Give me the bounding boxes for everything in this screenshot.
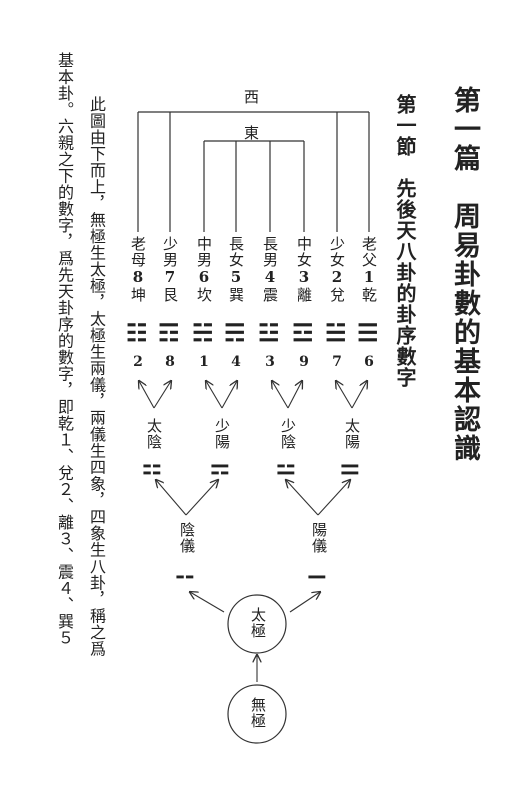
- trigram-symbol-kan: ☵: [192, 318, 214, 347]
- trigram-kan: 中男6坎: [195, 236, 213, 303]
- four-image-symbol-shaoyang: ⚎: [210, 454, 230, 480]
- later-number-kun: 2: [133, 354, 143, 370]
- trigram-symbol-dui: ☱: [325, 318, 347, 347]
- four-image-shaoyin: 少陰: [279, 418, 297, 450]
- trigram-symbol-kun: ☷: [126, 318, 148, 347]
- two-mode-symbol-yin: ⚋: [175, 558, 195, 584]
- body-text-line-2: 基本卦。六親之下的數字，爲先天卦序的數字，即乾１、兌２、離３、震４、巽５: [55, 52, 74, 646]
- trigram-symbol-gen: ☶: [158, 318, 180, 347]
- later-number-zhen: 3: [265, 354, 275, 370]
- later-number-gen: 8: [165, 354, 175, 370]
- four-image-shaoyang: 少陽: [213, 418, 231, 450]
- body-text-line-1: 此圖由下而上，無極生太極，太極生兩儀，兩儀生四象，四象生八卦，稱之爲: [87, 96, 106, 657]
- later-number-kan: 1: [199, 354, 209, 370]
- two-mode-symbol-yang: ⚊: [307, 558, 327, 584]
- chapter-title: 第一篇 周易卦數的基本認識: [449, 86, 480, 463]
- four-image-symbol-taiyang: ⚌: [340, 454, 360, 480]
- taiji-label: 太極: [249, 607, 267, 639]
- direction-west-label: 西: [244, 88, 260, 106]
- trigram-dui: 少女2兌: [328, 236, 346, 303]
- trigram-li: 中女3離: [295, 236, 313, 303]
- later-number-dui: 7: [332, 354, 342, 370]
- trigram-symbol-qian: ☰: [357, 318, 379, 347]
- trigram-qian: 老父1乾: [360, 236, 378, 303]
- trigram-gen: 少男7艮: [161, 236, 179, 303]
- later-number-xun: 4: [231, 354, 241, 370]
- trigram-symbol-zhen: ☳: [258, 318, 280, 347]
- trigram-xun: 長女5巽: [227, 236, 245, 303]
- two-mode-yin: 陰儀: [178, 522, 196, 554]
- direction-east-label: 東: [244, 124, 260, 142]
- four-image-taiyin: 太陰: [145, 418, 163, 450]
- trigram-symbol-xun: ☴: [224, 318, 246, 347]
- wuji-label: 無極: [249, 697, 267, 729]
- trigram-zhen: 長男4震: [261, 236, 279, 303]
- trigram-symbol-li: ☲: [292, 318, 314, 347]
- later-number-li: 9: [299, 354, 309, 370]
- section-title: 第一節 先後天八卦的卦序數字: [393, 94, 417, 388]
- trigram-kun: 老母8坤: [129, 236, 147, 303]
- four-image-symbol-taiyin: ⚏: [142, 454, 162, 480]
- four-image-symbol-shaoyin: ⚍: [276, 454, 296, 480]
- four-image-taiyang: 太陽: [343, 418, 361, 450]
- two-mode-yang: 陽儀: [310, 522, 328, 554]
- later-number-qian: 6: [364, 354, 374, 370]
